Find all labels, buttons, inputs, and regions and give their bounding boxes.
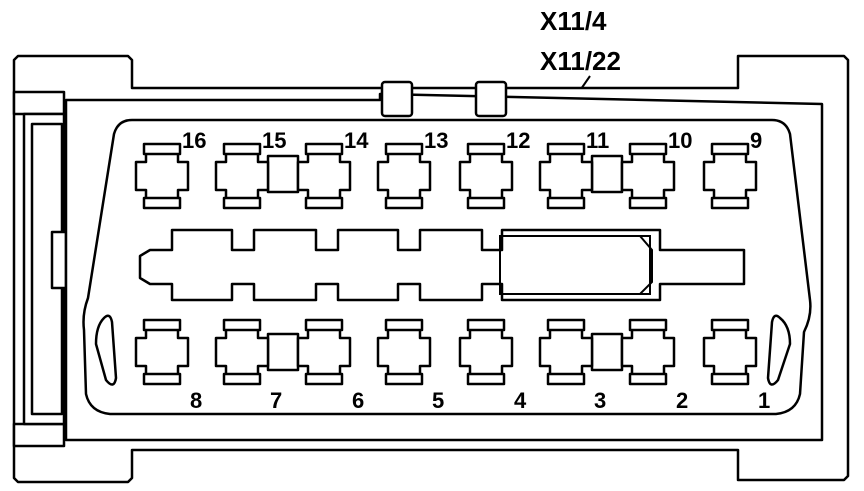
pin-cavity-8-rail-bottom	[142, 372, 182, 386]
pin-cavity-6-rail-bottom	[304, 372, 344, 386]
pin-cavity-4-rail-top	[466, 318, 506, 332]
pin-number-16: 16	[182, 128, 206, 153]
connector-label-x11-22: X11/22	[540, 46, 621, 76]
pin-number-6: 6	[352, 388, 364, 413]
bridge-top-15-14	[266, 154, 300, 194]
pin-number-13: 13	[424, 128, 448, 153]
pin-cavity-1-rail-bottom	[710, 372, 750, 386]
connector-label-x11-4: X11/4	[540, 6, 607, 36]
left-latch-top	[12, 90, 66, 116]
pin-cavity-13-rail-bottom	[384, 196, 424, 210]
pin-cavity-11-rail-bottom	[546, 196, 586, 210]
pin-cavity-15-rail-top	[222, 142, 262, 156]
pin-number-8: 8	[190, 388, 202, 413]
left-latch-bottom	[12, 422, 66, 448]
pins-group: 16 15 14 13 12 11 10 9 8 7 6 5 4 3 2 1	[134, 128, 770, 413]
pin-cavity-5-rail-bottom	[384, 372, 424, 386]
pin-cavity-6-rail-top	[304, 318, 344, 332]
pin-cavity-2-rail-top	[628, 318, 668, 332]
pin-cavity-9-rail-bottom	[710, 196, 750, 210]
pin-cavity-7-rail-bottom	[222, 372, 262, 386]
pin-cavity-10-rail-top	[628, 142, 668, 156]
keyway-insert	[499, 235, 651, 295]
pin-number-15: 15	[262, 128, 286, 153]
pin-cavity-9-rail-top	[710, 142, 750, 156]
bridge-bottom-3-2	[590, 332, 624, 372]
top-tab-left	[380, 80, 414, 118]
pin-cavity-2-rail-bottom	[628, 372, 668, 386]
pin-cavity-16-rail-bottom	[142, 196, 182, 210]
pin-cavity-11-rail-top	[546, 142, 586, 156]
pin-number-12: 12	[506, 128, 530, 153]
pin-number-1: 1	[758, 388, 770, 413]
pin-cavity-12-rail-top	[466, 142, 506, 156]
pin-cavity-12-rail-bottom	[466, 196, 506, 210]
pin-cavity-14-rail-top	[304, 142, 344, 156]
left-slot	[94, 314, 118, 386]
pin-number-3: 3	[594, 388, 606, 413]
keyway-insert-detail	[580, 235, 653, 295]
bridge-top-11-10	[590, 154, 624, 194]
pin-number-9: 9	[750, 128, 762, 153]
center-keyway	[138, 228, 746, 302]
left-notch	[50, 230, 68, 290]
bridge-bottom-7-6	[266, 332, 300, 372]
right-slot	[766, 314, 792, 386]
pin-cavity-8-rail-top	[142, 318, 182, 332]
pin-number-4: 4	[514, 388, 527, 413]
pin-number-5: 5	[432, 388, 444, 413]
pin-cavity-3-rail-bottom	[546, 372, 586, 386]
pin-cavity-1-rail-top	[710, 318, 750, 332]
pin-number-14: 14	[344, 128, 369, 153]
pin-cavity-15-rail-bottom	[222, 196, 262, 210]
pin-number-11: 11	[586, 128, 609, 153]
top-tab-right	[474, 80, 508, 118]
pin-number-2: 2	[676, 388, 688, 413]
pin-cavity-5-rail-top	[384, 318, 424, 332]
pin-cavity-3-rail-top	[546, 318, 586, 332]
pin-cavity-7-rail-top	[222, 318, 262, 332]
pin-cavity-14-rail-bottom	[304, 196, 344, 210]
pin-number-7: 7	[270, 388, 282, 413]
pin-number-10: 10	[668, 128, 692, 153]
pin-cavity-16-rail-top	[142, 142, 182, 156]
pin-cavity-4-rail-bottom	[466, 372, 506, 386]
pin-cavity-10-rail-bottom	[628, 196, 668, 210]
pin-cavity-13-rail-top	[384, 142, 424, 156]
